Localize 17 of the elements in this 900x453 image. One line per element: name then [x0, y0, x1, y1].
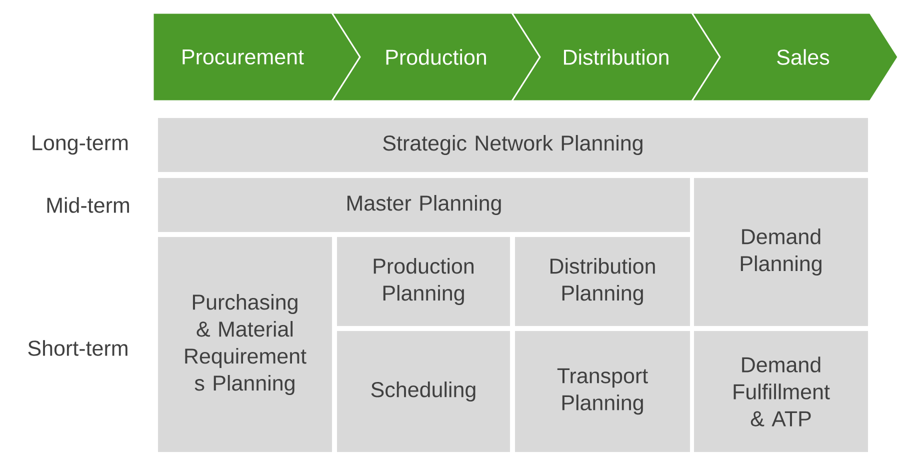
- row-label: Short-term: [28, 340, 128, 356]
- planning-box: Scheduling: [337, 331, 510, 452]
- planning-box: Demand Fulfillment & ATP: [694, 331, 868, 452]
- row-label: Long-term: [32, 135, 128, 155]
- planning-box: Production Planning: [337, 237, 510, 326]
- node-label: Sales: [777, 49, 830, 65]
- planning-box: Distribution Planning: [515, 237, 690, 326]
- process-step-band: Sales: [690, 12, 899, 102]
- planning-box: Strategic Network Planning: [158, 118, 868, 172]
- planning-box: Purchasing & Material Requirement s Planning: [158, 237, 332, 452]
- process-step-band: Distribution: [510, 12, 721, 102]
- planning-box: Transport Planning: [515, 331, 690, 452]
- planning-box: Master Planning: [158, 178, 690, 232]
- process-step-band: Production: [330, 12, 541, 102]
- planning-box: Demand Planning: [694, 178, 868, 326]
- row-label: Mid-term: [47, 197, 129, 213]
- process-step-band: Procurement: [152, 12, 361, 102]
